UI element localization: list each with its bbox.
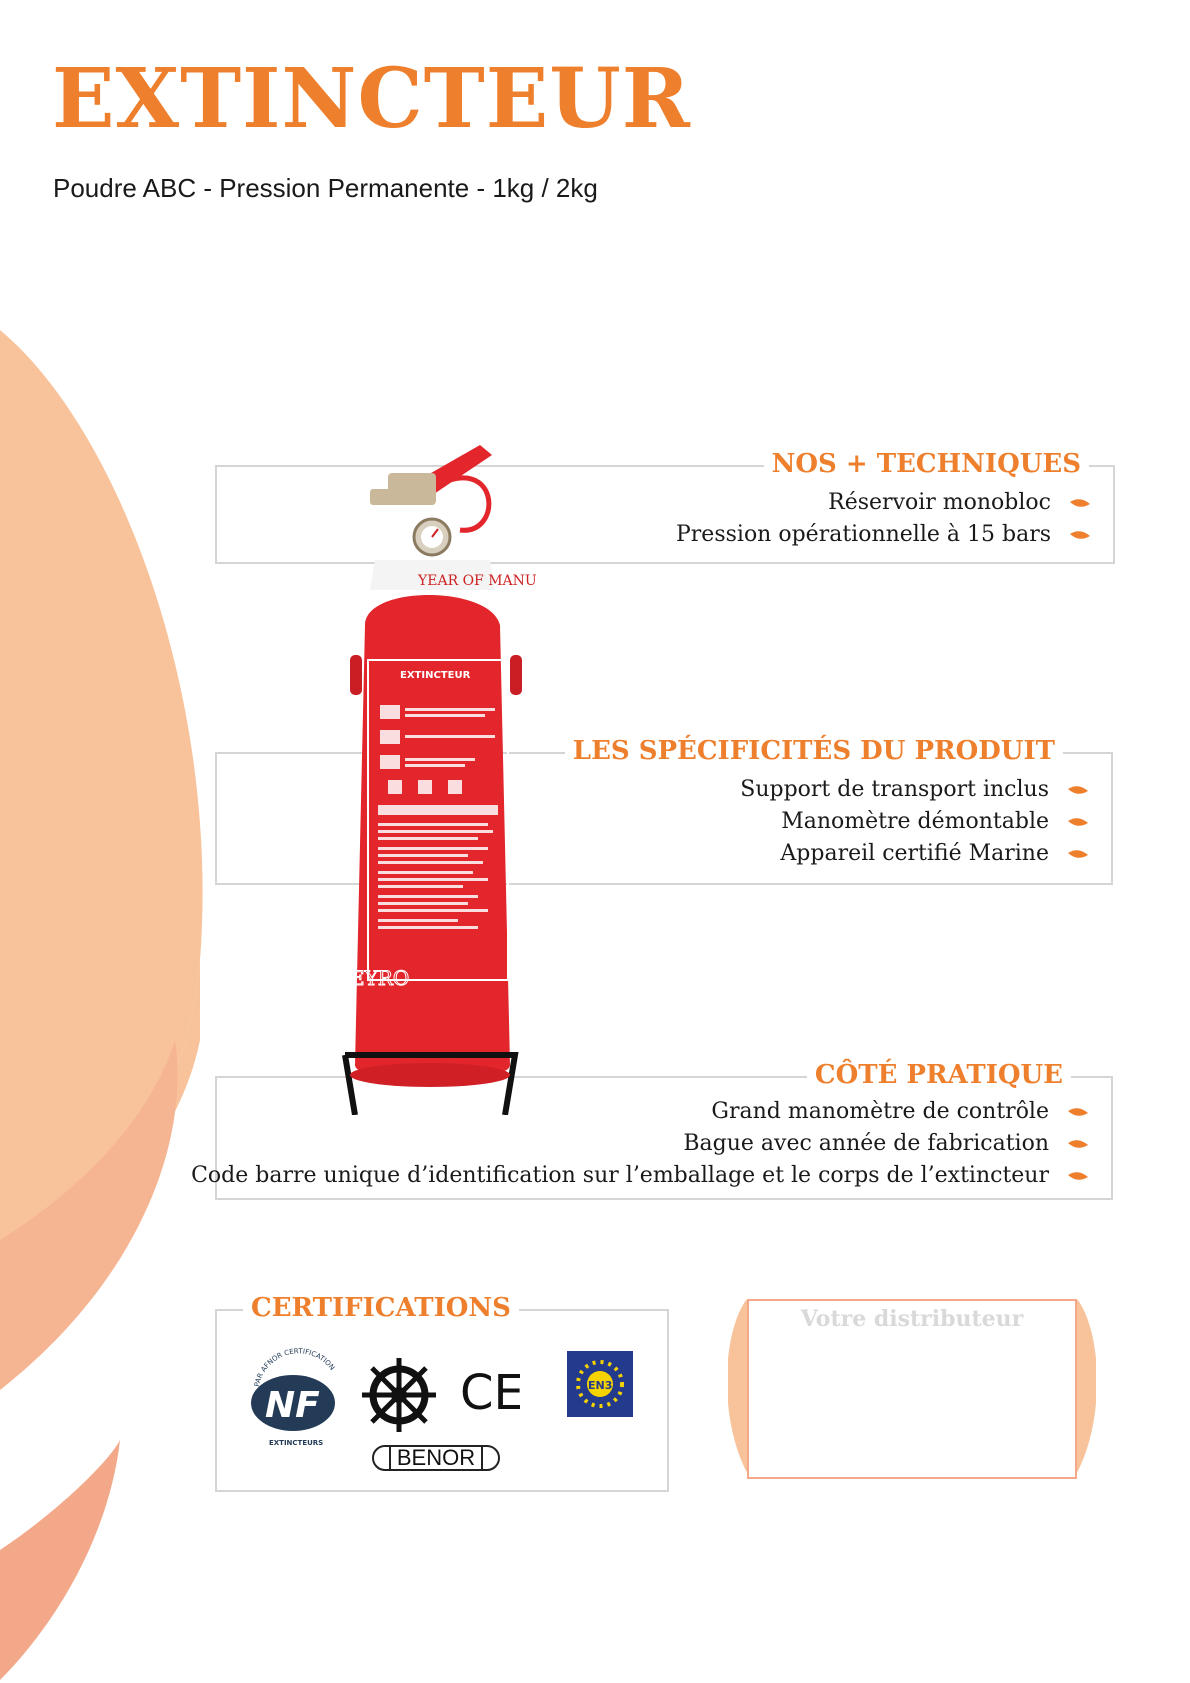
distributor-label: Votre distributeur	[800, 1306, 1024, 1332]
list-item: Support de transport inclus	[740, 774, 1089, 806]
bullet-icon	[1068, 1172, 1088, 1180]
background-shape-mid	[0, 1040, 178, 1390]
techniques-title: NOS + TECHNIQUES	[763, 448, 1089, 482]
ring-text: YEAR OF MANU	[417, 573, 537, 589]
ce-logo: CE	[460, 1367, 520, 1415]
list-item-label: Grand manomètre de contrôle	[711, 1099, 1049, 1124]
bullet-icon	[1068, 1108, 1088, 1116]
extinguisher-stand	[342, 1052, 519, 1115]
bullet-icon	[1068, 786, 1088, 794]
specificites-box: LES SPÉCIFICITÉS DU PRODUIT Support de t…	[215, 735, 1113, 885]
techniques-box: NOS + TECHNIQUES Réservoir monobloc Pres…	[215, 448, 1115, 564]
list-item-label: Pression opérationnelle à 15 bars	[675, 522, 1051, 547]
en3-text: EN3	[588, 1379, 612, 1392]
benor-text: BENOR	[388, 1447, 484, 1469]
background-shape-small	[0, 1440, 120, 1680]
nf-logo: PAR AFNOR CERTIFICATION NF EXTINCTEURS	[251, 1347, 336, 1447]
certification-logos: PAR AFNOR CERTIFICATION NF EXTINCTEURS C…	[217, 1311, 667, 1491]
list-item: Bague avec année de fabrication	[191, 1128, 1089, 1160]
bullet-icon	[1068, 850, 1088, 858]
techniques-list: Réservoir monobloc Pression opérationnel…	[676, 487, 1091, 551]
list-item-label: Bague avec année de fabrication	[683, 1131, 1049, 1156]
list-item-label: Manomètre démontable	[781, 809, 1049, 834]
pratique-title: CÔTÉ PRATIQUE	[806, 1059, 1071, 1093]
bullet-icon	[1068, 818, 1088, 826]
distributor-frame	[728, 1299, 1096, 1479]
en3-logo: EN3	[567, 1351, 633, 1417]
list-item-label: Appareil certifié Marine	[780, 841, 1049, 866]
list-item: Manomètre démontable	[740, 806, 1089, 838]
list-item: Réservoir monobloc	[676, 487, 1091, 519]
page-title: EXTINCTEUR	[52, 51, 691, 147]
pratique-box: CÔTÉ PRATIQUE Grand manomètre de contrôl…	[191, 1059, 1113, 1200]
background-shape-large	[0, 330, 203, 1310]
nf-caption: EXTINCTEURS	[269, 1439, 323, 1447]
list-item: Code barre unique d’identification sur l…	[191, 1160, 1089, 1192]
extinguisher-image: YEAR OF MANU EXTINCTEUR EYRO	[342, 445, 537, 1115]
list-item: Appareil certifié Marine	[740, 838, 1089, 870]
bullet-icon	[1068, 1140, 1088, 1148]
label-title: EXTINCTEUR	[400, 670, 471, 681]
distributor-box: Votre distributeur	[728, 1298, 1096, 1480]
ce-text: CE	[460, 1367, 520, 1415]
page-subtitle: Poudre ABC - Pression Permanente - 1kg /…	[53, 173, 598, 203]
list-item-label: Réservoir monobloc	[828, 490, 1051, 515]
benor-logo: BENOR	[372, 1445, 500, 1471]
bullet-icon	[1070, 531, 1090, 539]
list-item: Pression opérationnelle à 15 bars	[676, 519, 1091, 551]
nf-text: NF	[265, 1385, 320, 1426]
list-item: Grand manomètre de contrôle	[191, 1096, 1089, 1128]
bullet-icon	[1070, 499, 1090, 507]
pratique-list: Grand manomètre de contrôle Bague avec a…	[191, 1096, 1089, 1192]
specificites-title: LES SPÉCIFICITÉS DU PRODUIT	[564, 735, 1063, 769]
specificites-list: Support de transport inclus Manomètre dé…	[740, 774, 1089, 870]
list-item-label: Code barre unique d’identification sur l…	[191, 1163, 1049, 1188]
list-item-label: Support de transport inclus	[740, 777, 1049, 802]
brand-text: EYRO	[350, 966, 409, 990]
certifications-title: CERTIFICATIONS	[243, 1292, 519, 1326]
certifications-box: CERTIFICATIONS PAR AFNOR CERTIFICATION N…	[215, 1292, 669, 1492]
marine-wheel-logo	[362, 1358, 436, 1432]
